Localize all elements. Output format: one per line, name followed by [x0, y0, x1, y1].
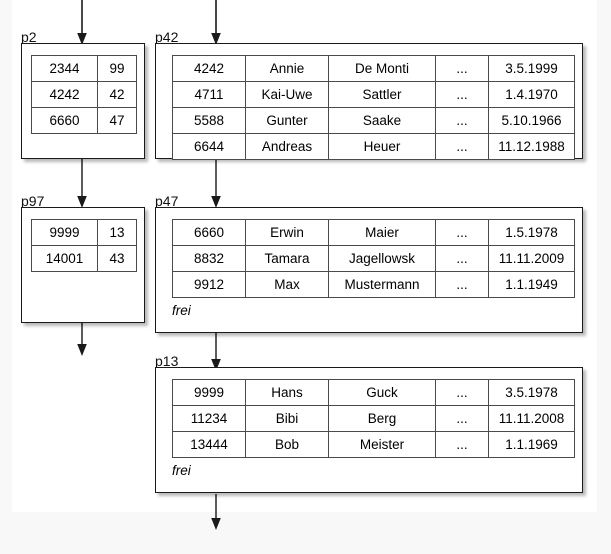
table-row[interactable]: 9999 13 — [31, 219, 137, 246]
index-pointer: 47 — [97, 107, 137, 134]
arrow-p13-out — [211, 494, 221, 530]
free-space-label-p13: frei — [172, 463, 191, 478]
arrow-p42-to-p47 — [211, 156, 221, 208]
index-pointer: 42 — [97, 81, 137, 108]
record-date: 11.11.2008 — [488, 405, 575, 432]
record-lastname: Saake — [328, 107, 436, 134]
table-row[interactable]: 11234 Bibi Berg ... 11.11.2008 — [172, 405, 575, 432]
record-date: 11.11.2009 — [488, 245, 575, 272]
record-more: ... — [435, 81, 489, 108]
page-label-p97: p97 — [21, 193, 45, 209]
record-date: 1.4.1970 — [488, 81, 575, 108]
record-firstname: Gunter — [245, 107, 329, 134]
table-row[interactable]: 2344 99 — [31, 55, 137, 82]
data-table-p47: 6660 Erwin Maier ... 1.5.1978 8832 Tamar… — [172, 219, 575, 298]
page-label-p42: p42 — [155, 29, 179, 45]
record-date: 3.5.1999 — [488, 55, 575, 82]
record-id: 9912 — [172, 271, 246, 298]
record-more: ... — [435, 245, 489, 272]
arrow-p97-out — [77, 320, 87, 356]
data-table-p13: 9999 Hans Guck ... 3.5.1978 11234 Bibi B… — [172, 379, 575, 458]
record-lastname: Heuer — [328, 133, 436, 160]
table-row[interactable]: 4242 42 — [31, 81, 137, 108]
record-lastname: Jagellowsk — [328, 245, 436, 272]
diagram-canvas: p2 2344 99 4242 42 6660 47 p97 9999 13 — [12, 0, 597, 530]
data-table-p42: 4242 Annie De Monti ... 3.5.1999 4711 Ka… — [172, 55, 575, 160]
table-row[interactable]: 5588 Gunter Saake ... 5.10.1966 — [172, 107, 575, 134]
record-date: 1.1.1949 — [488, 271, 575, 298]
record-firstname: Kai-Uwe — [245, 81, 329, 108]
record-lastname: Sattler — [328, 81, 436, 108]
table-row[interactable]: 9912 Max Mustermann ... 1.1.1949 — [172, 271, 575, 298]
table-row[interactable]: 6660 47 — [31, 107, 137, 134]
record-firstname: Bibi — [245, 405, 329, 432]
record-id: 4711 — [172, 81, 246, 108]
arrow-p47-to-p13 — [211, 331, 221, 371]
record-lastname: Mustermann — [328, 271, 436, 298]
table-row[interactable]: 4711 Kai-Uwe Sattler ... 1.4.1970 — [172, 81, 575, 108]
table-row[interactable]: 13444 Bob Meister ... 1.1.1969 — [172, 431, 575, 458]
record-more: ... — [435, 55, 489, 82]
index-table-p2: 2344 99 4242 42 6660 47 — [31, 55, 137, 134]
table-row[interactable]: 8832 Tamara Jagellowsk ... 11.11.2009 — [172, 245, 575, 272]
table-row[interactable]: 4242 Annie De Monti ... 3.5.1999 — [172, 55, 575, 82]
record-id: 13444 — [172, 431, 246, 458]
index-key: 4242 — [31, 81, 98, 108]
record-lastname: Maier — [328, 219, 436, 246]
index-key: 2344 — [31, 55, 98, 82]
record-date: 1.5.1978 — [488, 219, 575, 246]
index-key: 6660 — [31, 107, 98, 134]
record-id: 4242 — [172, 55, 246, 82]
record-lastname: Guck — [328, 379, 436, 406]
free-space-label-p47: frei — [172, 303, 191, 318]
record-firstname: Annie — [245, 55, 329, 82]
arrow-into-p42 — [211, 0, 221, 45]
record-firstname: Hans — [245, 379, 329, 406]
page-label-p13: p13 — [155, 353, 179, 369]
index-pointer: 99 — [97, 55, 137, 82]
index-pointer: 43 — [97, 245, 137, 272]
index-pointer: 13 — [97, 219, 137, 246]
record-more: ... — [435, 271, 489, 298]
record-date: 3.5.1978 — [488, 379, 575, 406]
record-lastname: Berg — [328, 405, 436, 432]
record-more: ... — [435, 107, 489, 134]
record-date: 5.10.1966 — [488, 107, 575, 134]
table-row[interactable]: 14001 43 — [31, 245, 137, 272]
record-id: 6644 — [172, 133, 246, 160]
record-firstname: Andreas — [245, 133, 329, 160]
page-label-p47: p47 — [155, 193, 179, 209]
record-lastname: De Monti — [328, 55, 436, 82]
arrow-p2-to-p97 — [77, 156, 87, 208]
record-more: ... — [435, 379, 489, 406]
record-more: ... — [435, 405, 489, 432]
page-label-p2: p2 — [21, 29, 37, 45]
record-firstname: Tamara — [245, 245, 329, 272]
record-firstname: Bob — [245, 431, 329, 458]
record-id: 5588 — [172, 107, 246, 134]
record-id: 6660 — [172, 219, 246, 246]
record-date: 11.12.1988 — [488, 133, 575, 160]
record-more: ... — [435, 219, 489, 246]
record-date: 1.1.1969 — [488, 431, 575, 458]
index-table-p97: 9999 13 14001 43 — [31, 219, 137, 272]
record-id: 8832 — [172, 245, 246, 272]
arrow-into-p2 — [77, 0, 87, 45]
index-key: 14001 — [31, 245, 98, 272]
table-row[interactable]: 6644 Andreas Heuer ... 11.12.1988 — [172, 133, 575, 160]
record-id: 11234 — [172, 405, 246, 432]
record-more: ... — [435, 133, 489, 160]
record-lastname: Meister — [328, 431, 436, 458]
record-more: ... — [435, 431, 489, 458]
record-firstname: Erwin — [245, 219, 329, 246]
index-key: 9999 — [31, 219, 98, 246]
record-firstname: Max — [245, 271, 329, 298]
table-row[interactable]: 9999 Hans Guck ... 3.5.1978 — [172, 379, 575, 406]
table-row[interactable]: 6660 Erwin Maier ... 1.5.1978 — [172, 219, 575, 246]
record-id: 9999 — [172, 379, 246, 406]
